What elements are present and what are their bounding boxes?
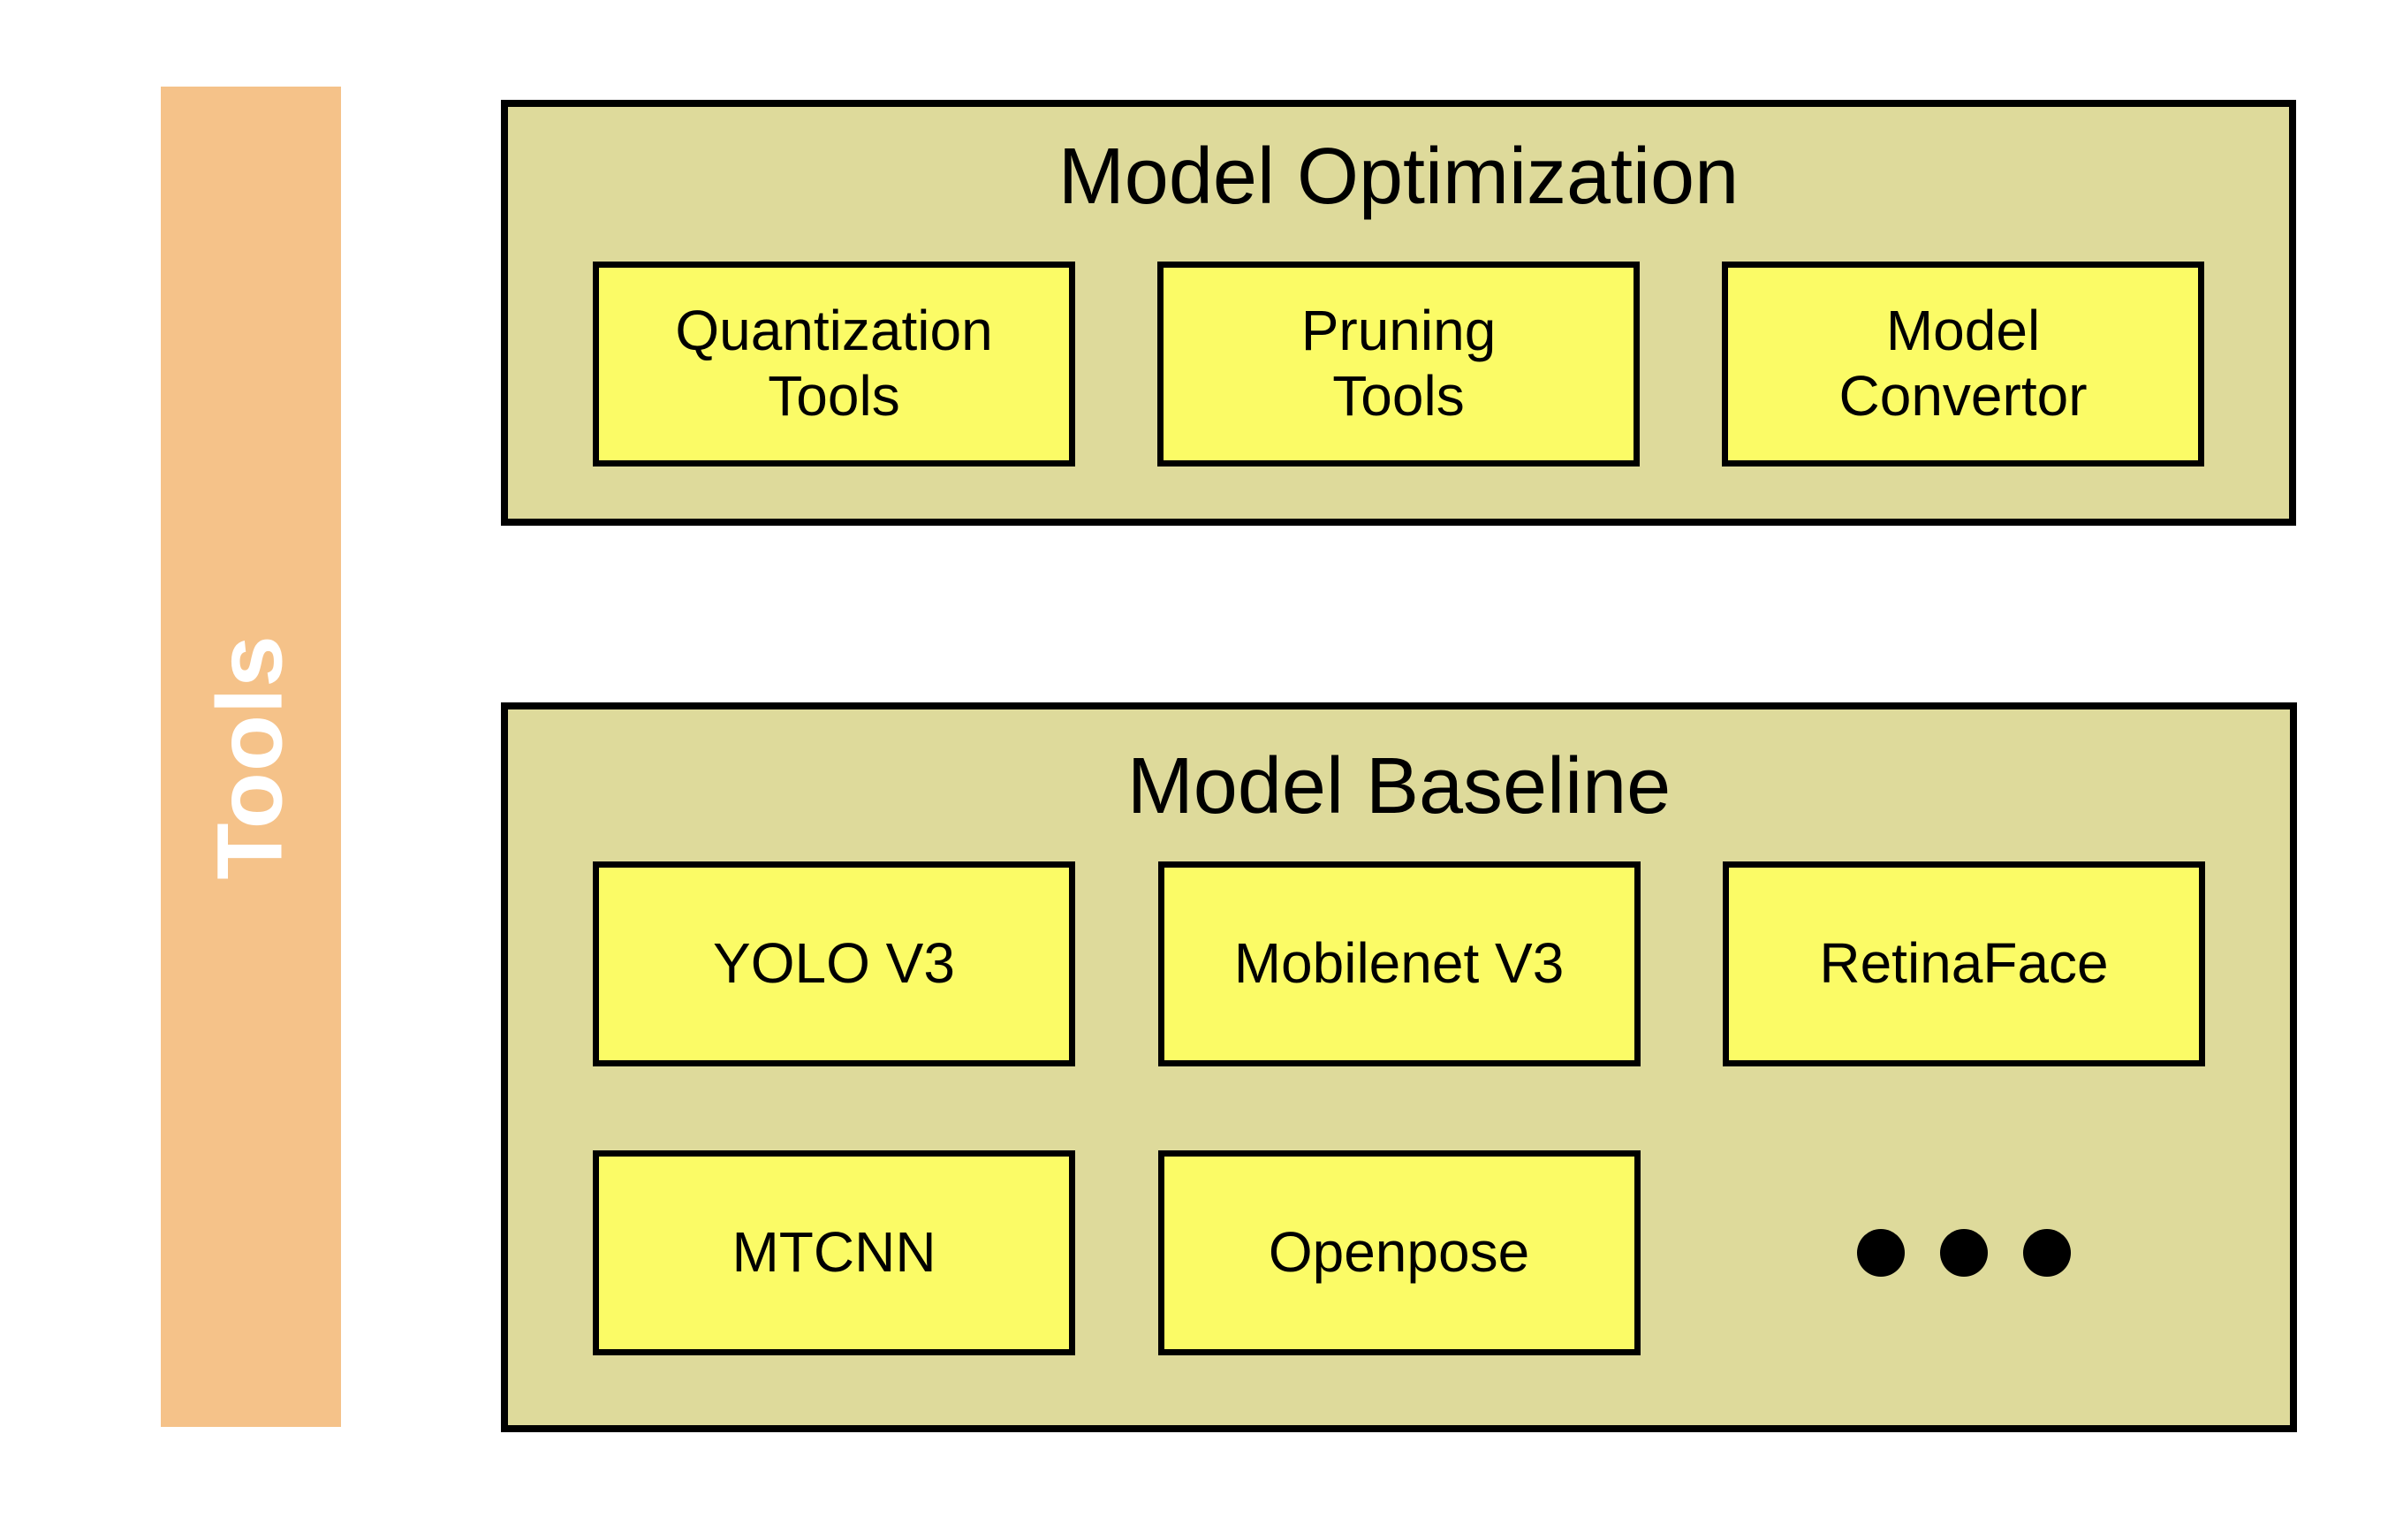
block-retinaface: RetinaFace (1723, 861, 2205, 1066)
group-model-baseline: Model Baseline YOLO V3 Mobilenet V3 Reti… (501, 702, 2297, 1432)
block-model-convertor: Model Convertor (1722, 262, 2204, 467)
tools-sidebar: Tools (161, 87, 341, 1427)
block-yolo-v3: YOLO V3 (593, 861, 1075, 1066)
ellipsis-dot (1940, 1229, 1988, 1277)
group-title-model-baseline: Model Baseline (1126, 742, 1671, 831)
ellipsis-icon (1723, 1150, 2205, 1355)
ellipsis-dot (2023, 1229, 2071, 1277)
block-mtcnn: MTCNN (593, 1150, 1075, 1355)
group-model-optimization: Model Optimization Quantization Tools Pr… (501, 100, 2296, 526)
tools-sidebar-label: Tools (199, 633, 303, 880)
block-quantization-tools: Quantization Tools (593, 262, 1075, 467)
baseline-block-row-2: MTCNN Openpose (593, 1150, 2205, 1355)
group-title-model-optimization: Model Optimization (1057, 133, 1740, 221)
baseline-block-row-1: YOLO V3 Mobilenet V3 RetinaFace (593, 861, 2205, 1066)
block-mobilenet-v3: Mobilenet V3 (1157, 861, 1641, 1066)
block-openpose: Openpose (1157, 1150, 1641, 1355)
optimization-block-row: Quantization Tools Pruning Tools Model C… (593, 262, 2204, 467)
ellipsis-dot (1857, 1229, 1905, 1277)
block-pruning-tools: Pruning Tools (1157, 262, 1640, 467)
